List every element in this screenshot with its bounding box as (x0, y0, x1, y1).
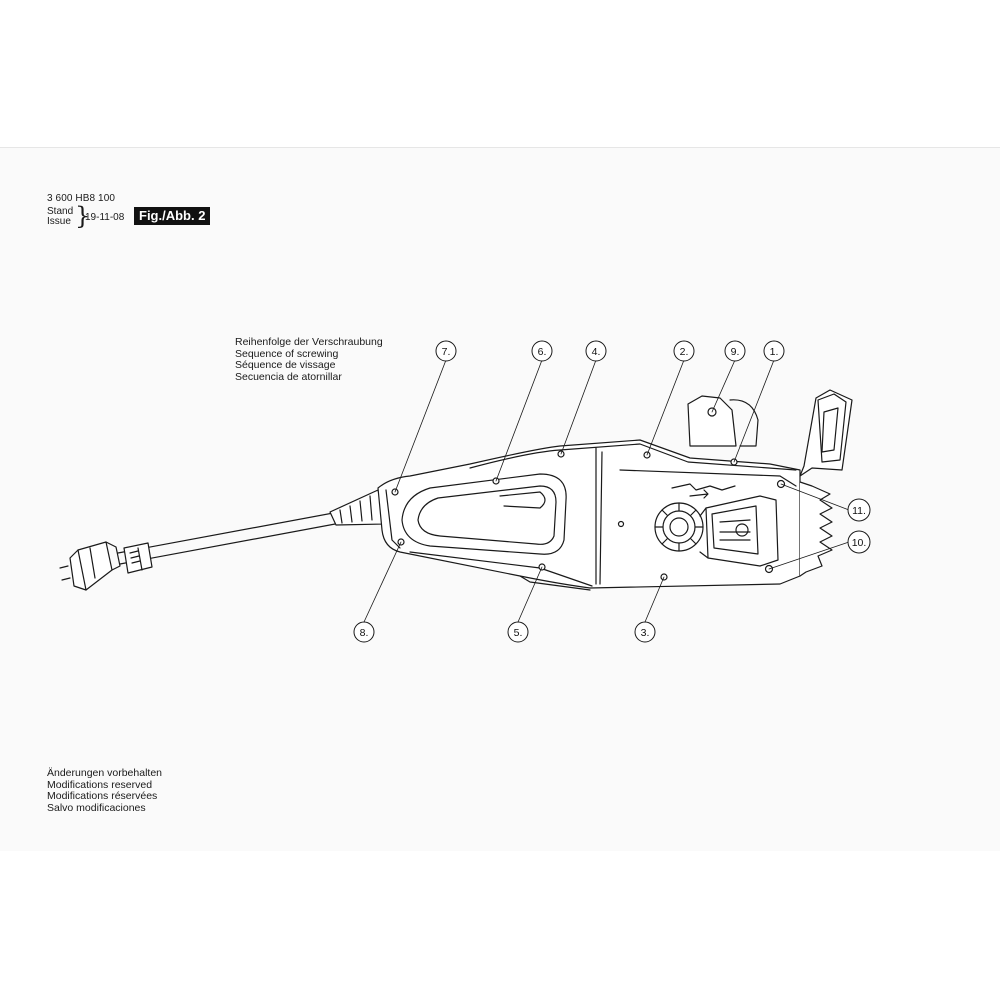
callout-6: 6. (531, 340, 553, 362)
figure-badge: Fig./Abb. 2 (134, 207, 211, 225)
issue-label: Issue (47, 216, 71, 227)
power-cable (117, 507, 363, 574)
callout-3-label: 3. (641, 627, 650, 639)
callout-1-label: 1. (770, 346, 779, 358)
bumper-spike (799, 481, 833, 577)
document-number: 3 600 HB8 100 (47, 193, 116, 204)
chain-direction-symbol (671, 483, 736, 499)
hand-guard (687, 395, 759, 447)
leader-lines (363, 359, 850, 623)
bar-guard (799, 389, 853, 477)
sequence-heading-fr: Séquence de vissage (235, 359, 336, 371)
callout-4-label: 4. (592, 346, 601, 358)
callout-8: 8. (353, 621, 375, 643)
callout-4: 4. (585, 340, 607, 362)
callout-11: 11. (847, 498, 871, 522)
sequence-heading-es: Secuencia de atornillar (235, 370, 342, 383)
callout-5-label: 5. (514, 627, 523, 639)
callout-2-label: 2. (680, 346, 689, 358)
callout-2: 2. (673, 340, 695, 362)
chain-tensioner (699, 495, 779, 567)
callout-7: 7. (435, 340, 457, 362)
footer-note-en: Modifications reserved (47, 778, 153, 791)
footer-note-fr: Modifications réservées (47, 790, 158, 802)
bottom-margin (0, 851, 1000, 1000)
brace-symbol: } (75, 202, 91, 230)
callout-1: 1. (763, 340, 785, 362)
callout-9-label: 9. (731, 346, 740, 358)
stand-label: Stand (47, 206, 74, 217)
callout-8-label: 8. (360, 627, 369, 639)
issue-date: 19-11-08 (85, 212, 125, 223)
handle-grip-opening (401, 473, 567, 555)
power-plug (59, 541, 121, 591)
footer-notes: Änderungen vorbehalten Modifications res… (47, 767, 163, 814)
top-margin (0, 0, 1000, 147)
callout-markers: 7. 6. 4. 2. 9. 1. 11. 10. (353, 340, 871, 643)
chain-sprocket (617, 502, 704, 552)
callout-7-label: 7. (442, 346, 451, 358)
callout-10-label: 10. (852, 537, 867, 549)
main-housing (377, 439, 801, 591)
stand-issue-labels: Stand Issue (47, 207, 73, 227)
callout-10: 10. (847, 530, 871, 554)
callout-3: 3. (634, 621, 656, 643)
footer-note-de: Änderungen vorbehalten (47, 767, 163, 779)
cable-strain-relief (329, 489, 387, 526)
callout-6-label: 6. (538, 346, 547, 358)
callout-9: 9. (724, 340, 746, 362)
footer-note-es: Salvo modificaciones (47, 801, 146, 814)
sequence-heading-de: Reihenfolge der Verschraubung (235, 336, 383, 348)
callout-5: 5. (507, 621, 529, 643)
sequence-heading-en: Sequence of screwing (235, 347, 339, 360)
sequence-heading: Reihenfolge der Verschraubung Sequence o… (235, 336, 383, 383)
callout-11-label: 11. (852, 505, 866, 517)
